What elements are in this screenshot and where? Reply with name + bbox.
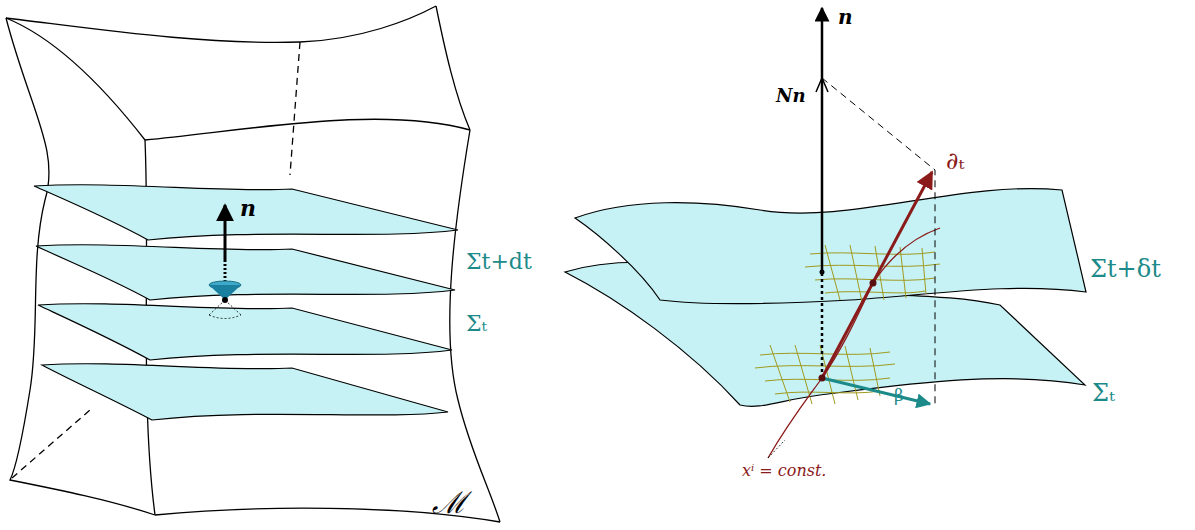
grid-lines <box>805 252 940 293</box>
time-vector <box>822 172 932 378</box>
leader-line <box>768 440 785 458</box>
hidden-edge <box>12 410 90 478</box>
slice <box>38 304 452 360</box>
normal-arrow <box>224 205 227 262</box>
manifold-edge <box>145 119 470 140</box>
slice-label: Σt+dt <box>466 250 532 274</box>
manifold-edge <box>450 130 500 522</box>
vector-label: Nn <box>776 86 806 106</box>
shift-vector <box>822 378 930 404</box>
normal-arrow <box>821 8 824 272</box>
vector-label: n <box>838 6 853 28</box>
normal-vector <box>209 205 241 319</box>
slice <box>36 245 455 300</box>
manifold-edge <box>6 18 145 140</box>
manifold-edge <box>436 6 470 130</box>
event-dot <box>819 375 826 382</box>
coordinate-label: xⁱ = const. <box>742 462 826 480</box>
event-dot <box>222 297 228 303</box>
coordinate-grid <box>755 245 940 404</box>
vector-label: n <box>240 196 256 220</box>
hidden-edge <box>290 42 300 175</box>
normal-dotted <box>821 272 824 378</box>
slice-label: Σₜ <box>466 312 487 336</box>
slice-label: Σt+δt <box>1090 256 1161 282</box>
slice <box>42 364 448 420</box>
event-dot <box>870 280 877 287</box>
manifold-label: ℳ <box>432 486 467 519</box>
hypersurface-slices <box>34 185 458 420</box>
construction-line <box>822 78 935 408</box>
slice <box>575 189 1086 304</box>
slice <box>34 185 458 240</box>
manifold-edge <box>6 6 436 42</box>
slice-label: Σₜ <box>1092 380 1115 406</box>
lapse-mark <box>816 78 828 92</box>
vector-label: ∂ₜ <box>946 148 964 174</box>
coordinate-line <box>768 228 940 458</box>
event-dot <box>820 270 825 275</box>
manifold-outline <box>6 6 500 522</box>
vector-label: β <box>894 386 904 405</box>
grid-lines <box>825 245 926 302</box>
